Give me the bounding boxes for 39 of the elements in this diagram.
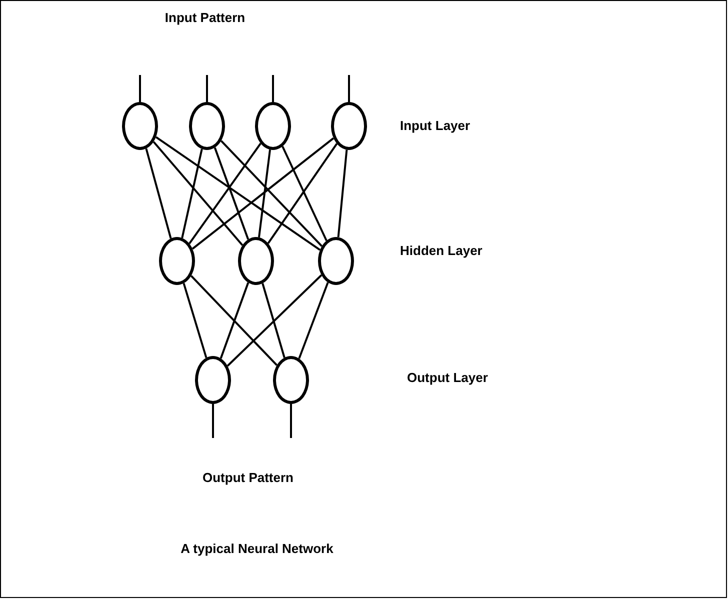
connection-line — [337, 150, 348, 238]
connection-line — [282, 146, 328, 242]
connection-line — [348, 75, 350, 102]
neuron-circle — [189, 102, 225, 150]
connection-line — [181, 148, 203, 238]
connection-line — [212, 404, 214, 438]
layer-label: Input Pattern — [164, 10, 246, 26]
connection-line — [206, 75, 208, 102]
layer-label: Input Layer — [400, 118, 470, 134]
neuron-circle — [238, 237, 274, 285]
connection-line — [220, 140, 323, 247]
layer-label: Output Pattern — [202, 470, 294, 486]
connection-line — [188, 142, 262, 244]
layer-label: Hidden Layer — [400, 243, 482, 259]
connection-line — [262, 283, 286, 358]
layer-label: Output Layer — [407, 370, 488, 386]
connection-line — [190, 275, 278, 366]
neuron-circle — [318, 237, 354, 285]
connection-line — [298, 282, 329, 359]
neuron-circle — [159, 237, 195, 285]
caption: A typical Neural Network — [180, 541, 334, 557]
connection-line — [290, 404, 292, 438]
connection-line — [272, 75, 274, 102]
connection-line — [226, 274, 322, 367]
connection-line — [267, 143, 338, 244]
connection-line — [155, 136, 321, 251]
connection-line — [152, 141, 244, 246]
neuron-circle — [255, 102, 291, 150]
connection-line — [220, 282, 250, 359]
neuron-circle — [195, 356, 231, 404]
connection-line — [258, 150, 272, 238]
neuron-circle — [331, 102, 367, 150]
connection-line — [192, 137, 334, 250]
connection-line — [182, 282, 208, 358]
connection-line — [145, 148, 172, 239]
neuron-circle — [273, 356, 309, 404]
connection-line — [139, 75, 141, 102]
connection-line — [214, 147, 250, 240]
neuron-circle — [122, 102, 158, 150]
